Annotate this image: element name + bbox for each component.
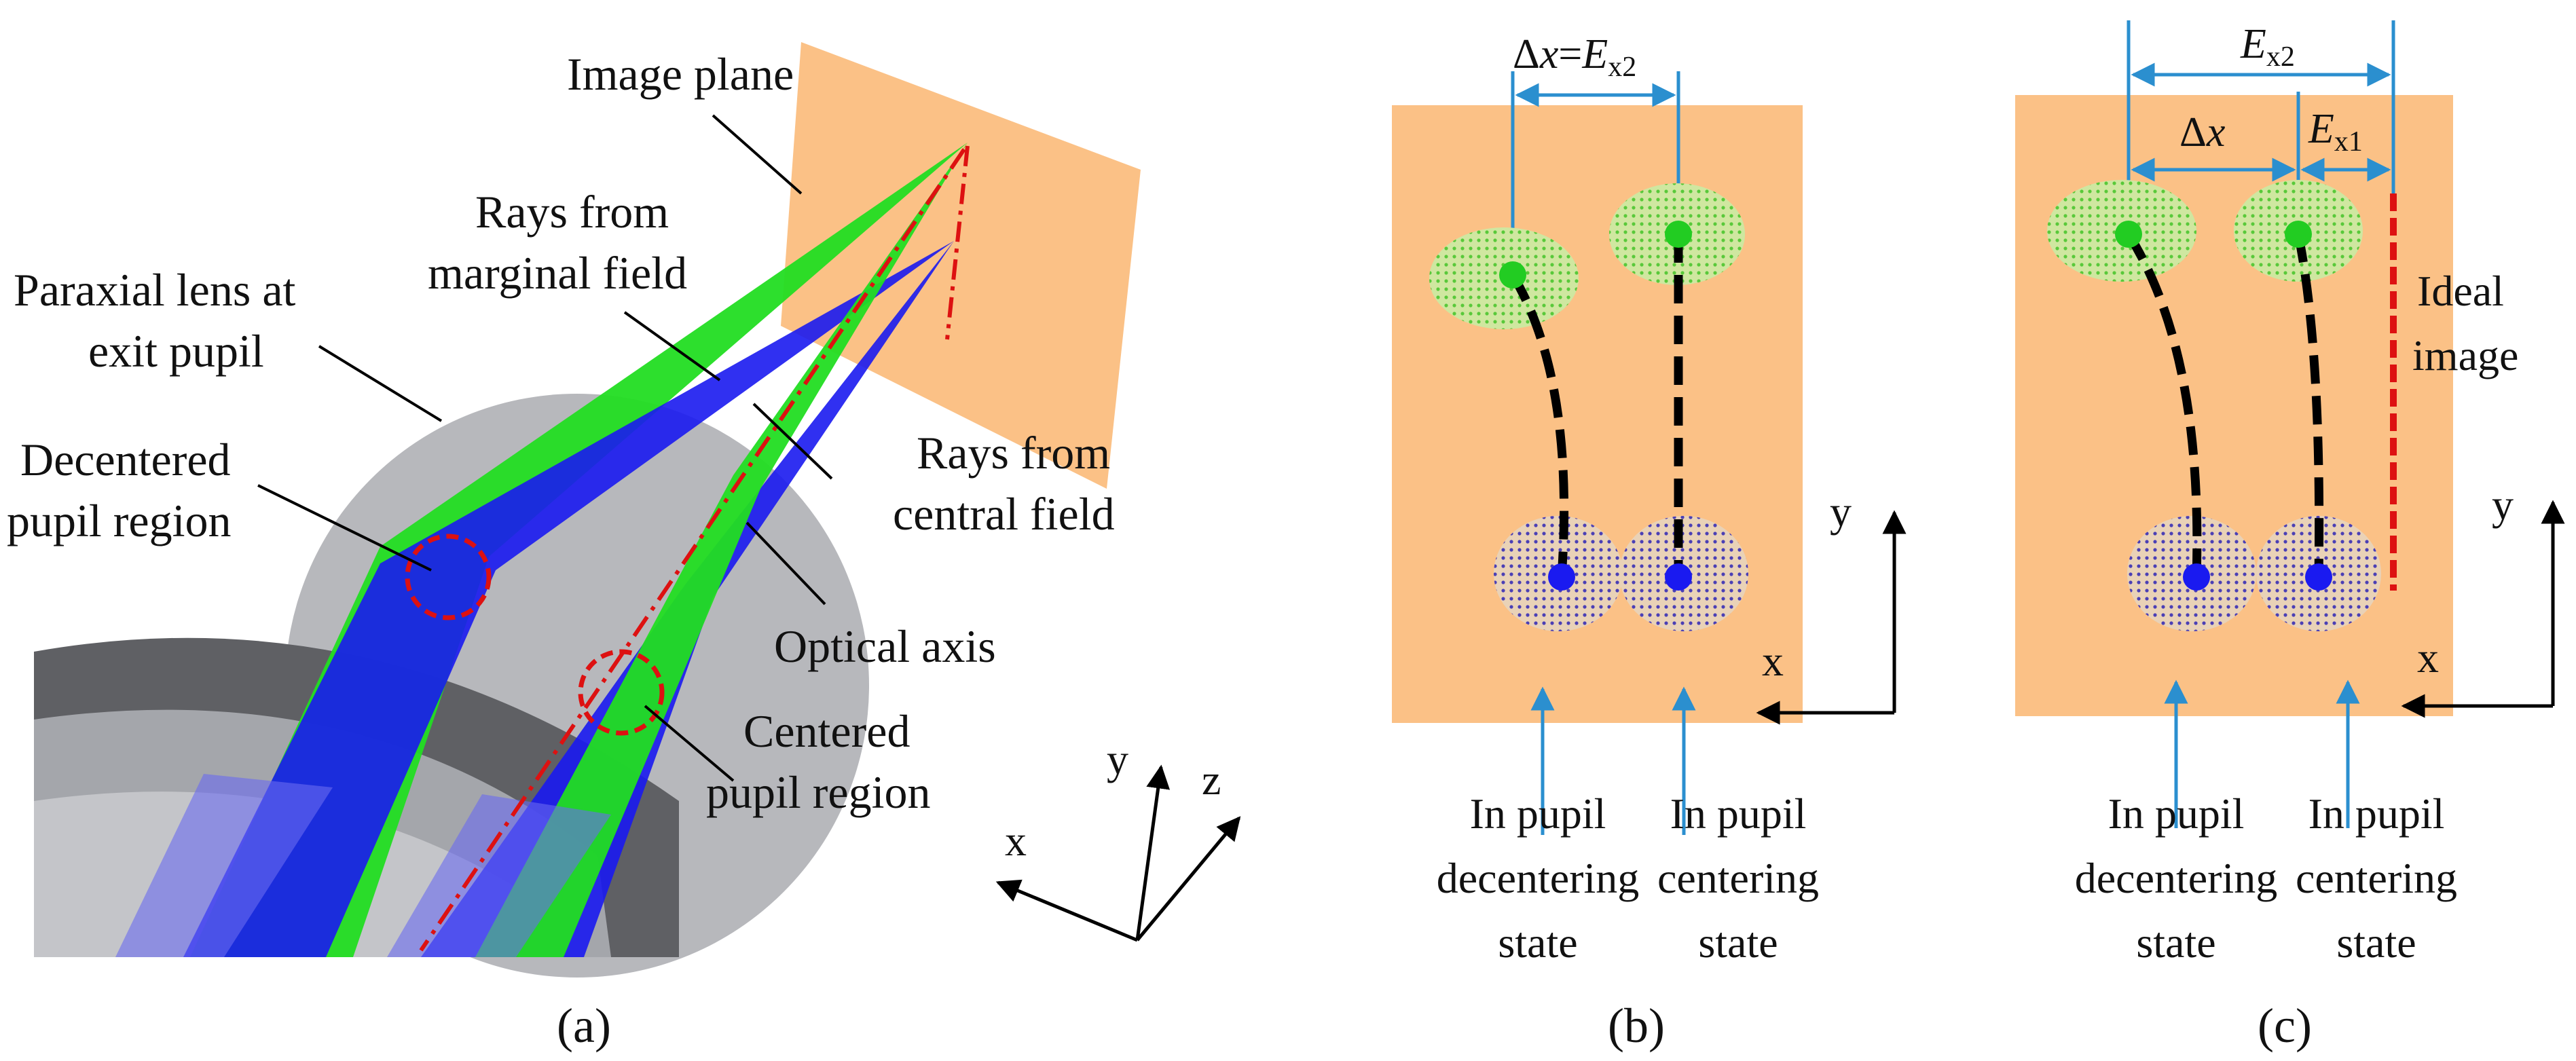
axis-y-label-a: y xyxy=(1107,735,1128,783)
centered-pupil-circle xyxy=(578,649,665,736)
rays-central-label-2: central field xyxy=(893,488,1115,540)
centering-b-1: In pupil xyxy=(1670,789,1807,838)
caption-b: (b) xyxy=(1608,999,1665,1053)
trajectory-centering-c xyxy=(2294,233,2324,578)
dx-label-c: Δx xyxy=(2179,109,2226,155)
panel-b: Δx=Ex2 y x In pupil decentering state In… xyxy=(1392,31,1907,1053)
panel-a: Image plane Rays from marginal field Par… xyxy=(7,42,1241,1053)
decentering-b-3: state xyxy=(1498,918,1577,967)
decentering-c-1: In pupil xyxy=(2108,789,2245,838)
axis-y-label-b: y xyxy=(1830,487,1852,536)
ideal-image-line-a xyxy=(945,145,970,340)
paraxial-label-1: Paraxial lens at xyxy=(14,264,296,316)
marginal-field-beam-2 xyxy=(475,143,968,957)
trajectory-decentering-b xyxy=(1509,272,1569,578)
state-labels-b: In pupil decentering state In pupil cent… xyxy=(1437,789,1819,967)
axis-y-label-c: y xyxy=(2492,481,2514,529)
centering-c-2: centering xyxy=(2296,854,2457,902)
decentered-label-1: Decentered xyxy=(20,434,231,485)
caption-c: (c) xyxy=(2258,999,2312,1053)
centering-c-1: In pupil xyxy=(2308,789,2445,838)
image-plane-b xyxy=(1392,105,1803,723)
centering-b-3: state xyxy=(1698,918,1778,967)
green-dot-decentering-b xyxy=(1499,261,1526,288)
rays-marginal-label-1: Rays from xyxy=(475,186,669,238)
axes-c xyxy=(2401,500,2565,718)
image-plane-c xyxy=(2015,95,2453,716)
decentered-pupil-circle xyxy=(405,534,492,620)
rays-central-label-1: Rays from xyxy=(917,427,1110,479)
green-dot-centering-c xyxy=(2285,221,2312,248)
optical-axis-line xyxy=(419,148,966,952)
central-field-beam xyxy=(183,241,954,957)
centering-c-3: state xyxy=(2336,918,2416,967)
ideal-image-label-1: Ideal xyxy=(2417,267,2504,315)
dimension-label-b: Δx=Ex2 xyxy=(1513,31,1636,83)
blue-dot-decentering-b xyxy=(1548,563,1575,591)
optical-axis-label: Optical axis xyxy=(774,620,996,672)
green-dot-centering-b xyxy=(1665,221,1692,248)
blue-dot-decentering-c xyxy=(2183,563,2210,591)
axis-x-label-c: x xyxy=(2417,633,2439,682)
beam-overlay xyxy=(115,774,333,957)
green-dot-decentering-c xyxy=(2115,221,2142,248)
ex2-label-c: Ex2 xyxy=(2240,21,2295,73)
caption-a: (a) xyxy=(557,999,611,1053)
ideal-image-label-2: image xyxy=(2412,331,2518,379)
axis-x-label-b: x xyxy=(1762,637,1784,685)
centered-label-2: pupil region xyxy=(706,766,931,818)
blue-dot-centering-b xyxy=(1665,563,1692,591)
rays-marginal-label-2: marginal field xyxy=(428,247,687,299)
paraxial-label-2: exit pupil xyxy=(88,325,264,377)
decentering-b-1: In pupil xyxy=(1470,789,1606,838)
decentering-b-2: decentering xyxy=(1437,854,1640,902)
leader-lines-a xyxy=(257,114,833,782)
panel-c: Ex2 Δx Ex1 Ideal image y x In pupil dece… xyxy=(2015,20,2565,1053)
axes-triad-a xyxy=(995,764,1241,942)
axis-z-label-a: z xyxy=(1202,756,1221,804)
centering-b-2: centering xyxy=(1657,854,1819,902)
blue-dot-centering-c xyxy=(2305,563,2332,591)
decentering-c-2: decentering xyxy=(2075,854,2278,902)
image-plane-label: Image plane xyxy=(567,48,794,100)
ex1-label-c: Ex1 xyxy=(2308,106,2363,157)
decentering-c-3: state xyxy=(2136,918,2215,967)
image-plane-shape xyxy=(781,42,1141,489)
axes-b xyxy=(1756,510,1907,725)
decentered-label-2: pupil region xyxy=(7,495,232,546)
trajectory-decentering-c xyxy=(2124,231,2202,578)
state-labels-c: In pupil decentering state In pupil cent… xyxy=(2075,789,2457,967)
axis-x-label-a: x xyxy=(1005,817,1027,865)
centered-label-1: Centered xyxy=(743,705,910,757)
